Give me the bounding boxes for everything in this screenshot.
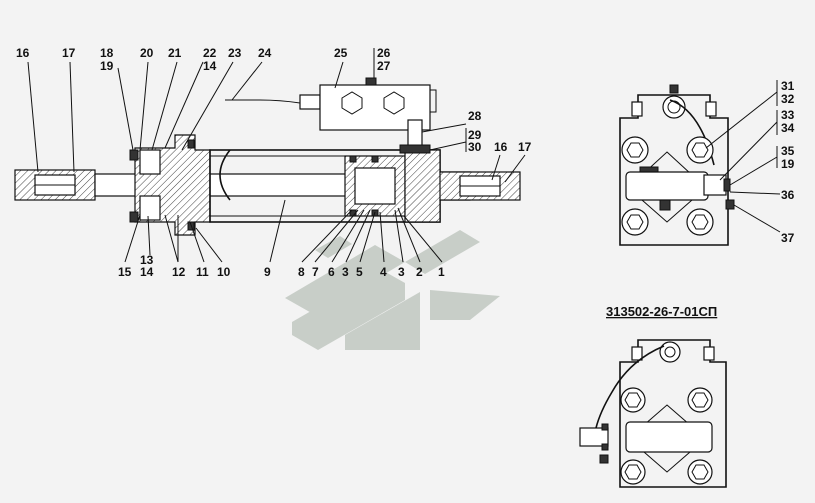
valve-plug-left — [341, 91, 363, 115]
variant-fitting — [579, 427, 609, 447]
hose-24 — [225, 99, 301, 104]
end-view — [619, 84, 735, 246]
label-4: 4 — [380, 265, 387, 279]
label-34: 34 — [781, 121, 795, 135]
label-31: 31 — [781, 79, 795, 93]
label-35: 35 — [781, 144, 795, 158]
valve-screw-26 — [365, 77, 377, 86]
valve-plug-right — [383, 91, 405, 115]
label-16: 16 — [16, 46, 30, 60]
bolt-head-tl — [621, 136, 649, 164]
label-17-right: 17 — [518, 140, 532, 154]
label-14-top: 14 — [203, 59, 217, 73]
label-36: 36 — [781, 188, 795, 202]
label-2: 2 — [416, 265, 423, 279]
label-30: 30 — [468, 140, 482, 154]
variant-title: 313502-26-7-01СП — [606, 304, 717, 319]
variant-view — [579, 339, 727, 488]
tube-bend — [219, 149, 231, 201]
bolt-head-tr — [686, 136, 714, 164]
label-15: 15 — [118, 265, 132, 279]
watermark-logo — [285, 230, 500, 350]
wiper-seal-bottom — [139, 195, 161, 221]
main-cylinder-view — [14, 77, 521, 236]
label-24: 24 — [258, 46, 272, 60]
label-18: 18 — [100, 46, 114, 60]
leader-lines-main — [27, 48, 526, 263]
label-9: 9 — [264, 265, 271, 279]
label-32: 32 — [781, 92, 795, 106]
label-6: 6 — [328, 265, 335, 279]
bolt-head-bl — [621, 208, 649, 236]
label-19-end: 19 — [781, 157, 795, 171]
bolt-bottom — [129, 211, 139, 223]
label-27: 27 — [377, 59, 391, 73]
label-3-second: 3 — [398, 265, 405, 279]
port-top — [662, 95, 686, 119]
label-1: 1 — [438, 265, 445, 279]
label-14-bottom: 14 — [140, 265, 154, 279]
label-37: 37 — [781, 231, 795, 245]
label-20: 20 — [140, 46, 154, 60]
label-25: 25 — [334, 46, 348, 60]
end-view-rod — [625, 171, 709, 201]
label-33: 33 — [781, 108, 795, 122]
label-5: 5 — [356, 265, 363, 279]
label-28: 28 — [468, 109, 482, 123]
fitting-36 — [703, 174, 727, 196]
piston-nut — [354, 167, 396, 205]
leader-lines-end — [705, 80, 781, 233]
label-23: 23 — [228, 46, 242, 60]
label-13: 13 — [140, 253, 154, 267]
hose-fitting — [299, 94, 321, 110]
label-10: 10 — [217, 265, 231, 279]
label-22: 22 — [203, 46, 217, 60]
label-16-right: 16 — [494, 140, 508, 154]
variant-tube — [595, 345, 665, 429]
label-11: 11 — [196, 265, 209, 279]
label-26: 26 — [377, 46, 391, 60]
label-3-first: 3 — [342, 265, 349, 279]
bolt-top — [129, 149, 139, 161]
label-8: 8 — [298, 265, 305, 279]
part-labels-end: 31 32 33 34 35 19 36 37 — [781, 79, 795, 245]
label-17: 17 — [62, 46, 76, 60]
wiper-seal-top — [139, 149, 161, 175]
label-12: 12 — [172, 265, 186, 279]
label-21: 21 — [168, 46, 182, 60]
part-labels-main: 16 17 18 19 20 21 22 14 23 24 25 26 27 2… — [16, 46, 532, 279]
label-7: 7 — [312, 265, 319, 279]
label-29: 29 — [468, 128, 482, 142]
bolt-head-br — [686, 208, 714, 236]
label-19: 19 — [100, 59, 114, 73]
